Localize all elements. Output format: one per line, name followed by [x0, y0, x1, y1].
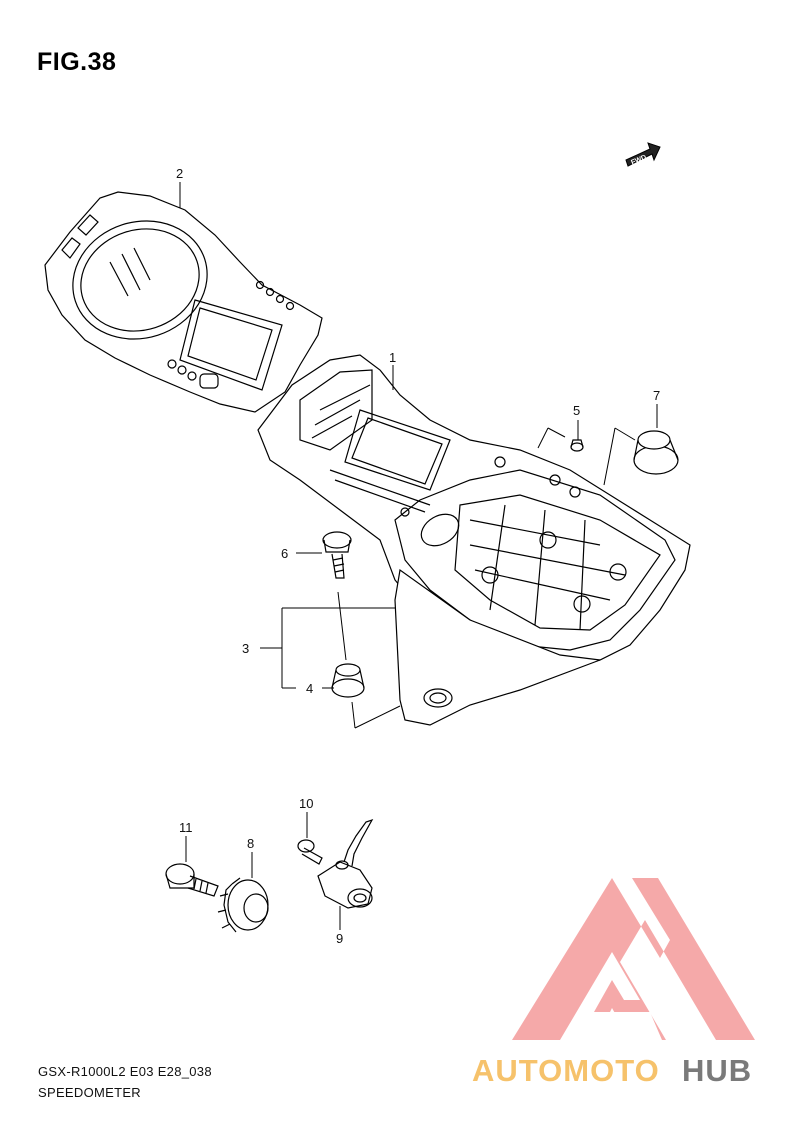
watermark-logo: AUTOMOTO HUB: [472, 878, 755, 1088]
bolt-part-10: [297, 839, 323, 865]
leader-lines: [179, 182, 658, 930]
damper-part-4: [331, 663, 365, 698]
callout-2: 2: [176, 166, 183, 181]
fwd-arrow-icon: FWD: [625, 142, 661, 167]
callout-9: 9: [336, 931, 343, 946]
screw-part-5: [570, 439, 584, 452]
speedometer-assembly-part-1: [257, 354, 691, 726]
callout-1: 1: [389, 350, 396, 365]
fwd-label: FWD: [630, 154, 647, 166]
callout-7: 7: [653, 388, 660, 403]
callout-10: 10: [299, 796, 313, 811]
callout-5: 5: [573, 403, 580, 418]
model-code: GSX-R1000L2 E03 E28_038: [38, 1064, 212, 1079]
callout-6: 6: [281, 546, 288, 561]
watermark-text-a: AUTOMOTO: [472, 1053, 660, 1088]
bolt-part-11: [165, 863, 219, 897]
callout-8: 8: [247, 836, 254, 851]
callout-4: 4: [306, 681, 313, 696]
watermark-text-b: HUB: [682, 1053, 752, 1088]
meter-cover-part-2: [44, 191, 323, 413]
section-name: SPEEDOMETER: [38, 1085, 141, 1100]
bolt-part-6: [322, 531, 352, 579]
sensor-part-9: [317, 818, 374, 909]
figure-title: FIG.38: [37, 48, 117, 76]
rotor-part-8: [217, 877, 269, 933]
callout-numbers: 2 1 5 7 6 3 4 11 8 10 9: [176, 166, 660, 946]
callout-3: 3: [242, 641, 249, 656]
grommet-part-7: [633, 430, 679, 475]
callout-11: 11: [179, 820, 193, 835]
